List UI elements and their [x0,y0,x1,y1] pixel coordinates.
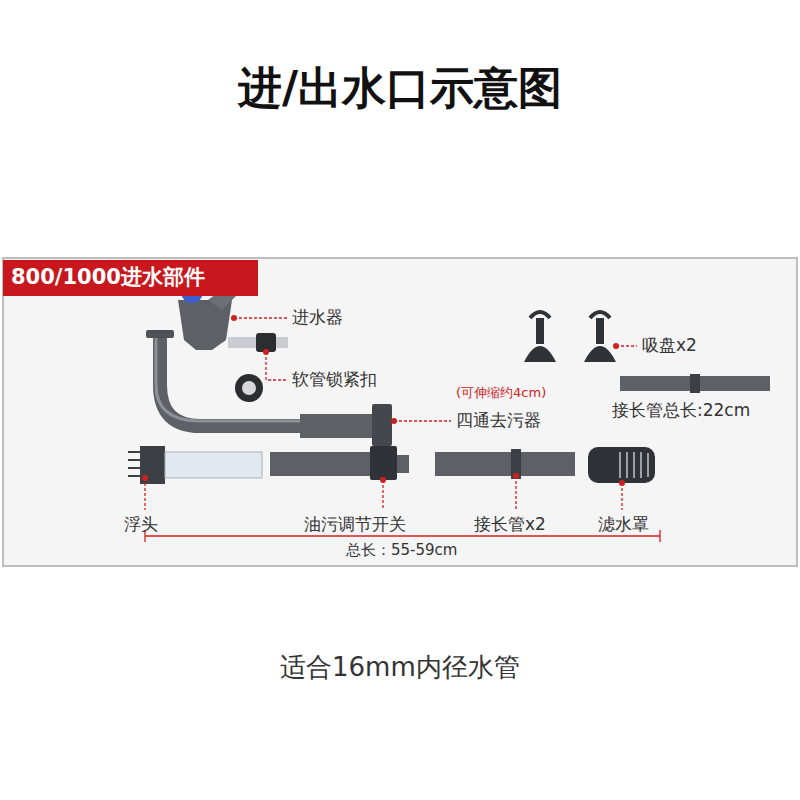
banner-box: 800/1000进水部件 [3,260,258,296]
caption: 适合16mm内径水管 [280,652,520,683]
dimension-label: 总长：55-59cm [342,541,461,559]
part-label: 吸盘x2 [642,335,697,355]
oil-switch [370,446,397,480]
four-way-joint [372,404,392,446]
tube-joint [690,374,700,393]
clear-tube [165,452,262,478]
lock-knob [235,374,263,402]
title: 进/出水口示意图 [238,62,562,115]
extension-tube [435,452,575,476]
part-label: 浮头 [124,514,158,534]
four-way [300,414,378,438]
j-tube [160,336,302,426]
part-label: 软管锁紧扣 [292,369,377,389]
filter-cover [588,447,655,483]
leader-lines [145,318,637,510]
tube-highlight [156,336,302,421]
switch-outlet [397,455,409,473]
part-label: 滤水罩 [598,514,649,534]
knob-inner [242,381,256,395]
leader-dots [142,315,625,486]
part-label: 接长管x2 [474,514,546,534]
part-label: 油污调节开关 [304,514,406,534]
note-label: (可伸缩约4cm) [456,385,546,401]
tube-hook [146,330,174,338]
part-label: 进水器 [292,307,343,327]
part-label: 接长管总长:22cm [612,400,750,420]
tube [270,452,372,476]
suction-cup [524,312,616,362]
part-label: 四通去污器 [456,410,541,430]
float-head [128,446,165,484]
tube-joint [511,449,521,479]
panel [3,258,797,566]
banner-text: 800/1000进水部件 [11,265,250,290]
